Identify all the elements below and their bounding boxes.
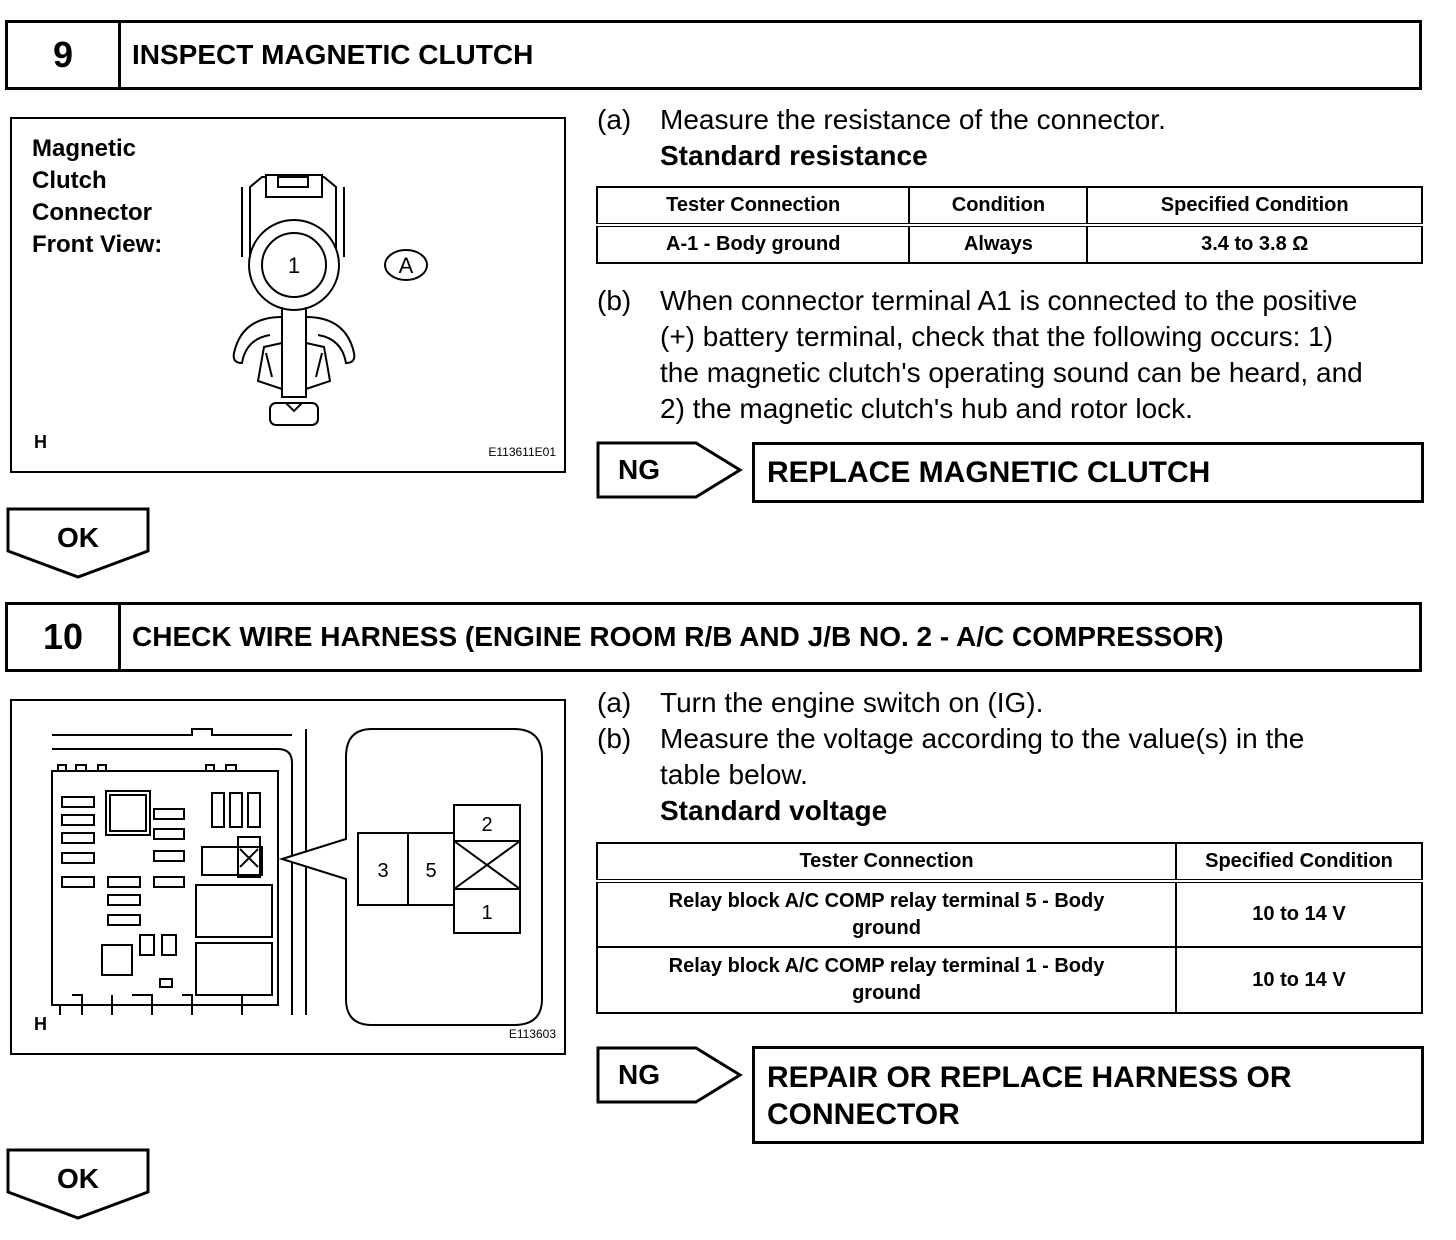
relay-block-drawing: 3 5 2 1 bbox=[51, 728, 543, 1026]
table-cell: Always bbox=[908, 224, 1089, 264]
ng-result-box: REPLACE MAGNETIC CLUTCH bbox=[752, 442, 1424, 503]
ok-arrow-tag: OK bbox=[6, 507, 150, 579]
standard-voltage-heading: Standard voltage bbox=[660, 795, 888, 826]
svg-text:NG: NG bbox=[618, 454, 660, 485]
terminal-1-label: 1 bbox=[481, 902, 492, 924]
table-header: Specified Condition bbox=[1175, 842, 1423, 883]
table-cell: Relay block A/C COMP relay terminal 5 - … bbox=[596, 880, 1177, 948]
step-title: CHECK WIRE HARNESS (ENGINE ROOM R/B AND … bbox=[132, 621, 1224, 652]
standard-resistance-heading: Standard resistance bbox=[660, 140, 928, 171]
table-cell: 3.4 to 3.8 Ω bbox=[1086, 224, 1423, 264]
table-header-row: Tester Connection Specified Condition bbox=[596, 842, 1423, 883]
instruction-b: (b) When connector terminal A1 is connec… bbox=[597, 285, 1363, 424]
svg-text:OK: OK bbox=[57, 1163, 99, 1194]
ng-result-box: REPAIR OR REPLACE HARNESS OR CONNECTOR bbox=[752, 1046, 1424, 1144]
terminal-3-label: 3 bbox=[377, 860, 388, 882]
terminal-2-label: 2 bbox=[481, 814, 492, 836]
table-cell: 10 to 14 V bbox=[1175, 880, 1423, 948]
resistance-spec-table: Tester Connection Condition Specified Co… bbox=[595, 186, 1423, 264]
figure-corner-label: H bbox=[34, 1014, 47, 1034]
table-row: A-1 - Body ground Always 3.4 to 3.8 Ω bbox=[595, 224, 1423, 264]
connector-front-view-drawing: 1 bbox=[232, 174, 356, 426]
connector-a-callout: A bbox=[384, 249, 428, 281]
step-9-header: 9 INSPECT MAGNETIC CLUTCH bbox=[5, 20, 1422, 90]
figure-corner-label: H bbox=[34, 432, 47, 452]
figure-caption: Magnetic Clutch Connector Front View: bbox=[32, 135, 163, 258]
ok-arrow-tag: OK bbox=[6, 1148, 150, 1220]
relay-block-figure: 3 5 2 1 H E113603 bbox=[10, 699, 566, 1055]
table-cell: A-1 - Body ground bbox=[595, 224, 911, 264]
instruction-b: (b) Measure the voltage according to the… bbox=[597, 723, 1305, 790]
table-header: Tester Connection bbox=[595, 186, 911, 227]
instruction-a: (a) Measure the resistance of the connec… bbox=[597, 104, 1166, 135]
svg-text:OK: OK bbox=[57, 522, 99, 553]
table-row: Relay block A/C COMP relay terminal 1 - … bbox=[596, 946, 1423, 1014]
ng-arrow-tag: NG bbox=[596, 441, 743, 499]
voltage-spec-table: Tester Connection Specified Condition Re… bbox=[596, 842, 1423, 1014]
svg-text:NG: NG bbox=[618, 1059, 660, 1090]
step-title: INSPECT MAGNETIC CLUTCH bbox=[132, 39, 534, 70]
table-header: Tester Connection bbox=[596, 842, 1177, 883]
step-number: 9 bbox=[8, 23, 121, 87]
table-header-row: Tester Connection Condition Specified Co… bbox=[595, 186, 1423, 227]
table-row: Relay block A/C COMP relay terminal 5 - … bbox=[596, 880, 1423, 948]
terminal-1-label: 1 bbox=[288, 253, 300, 278]
magnetic-clutch-connector-figure: Magnetic Clutch Connector Front View: bbox=[10, 117, 566, 473]
step-10-header: 10 CHECK WIRE HARNESS (ENGINE ROOM R/B A… bbox=[5, 602, 1422, 672]
svg-text:A: A bbox=[399, 253, 414, 278]
figure-code: E113603 bbox=[508, 1027, 556, 1041]
table-cell: 10 to 14 V bbox=[1175, 946, 1423, 1014]
figure-code: E113611E01 bbox=[488, 445, 556, 459]
table-header: Condition bbox=[908, 186, 1089, 227]
instruction-a: (a) Turn the engine switch on (IG). bbox=[597, 687, 1044, 718]
table-cell: Relay block A/C COMP relay terminal 1 - … bbox=[596, 946, 1177, 1014]
table-header: Specified Condition bbox=[1086, 186, 1423, 227]
step-number: 10 bbox=[8, 605, 121, 669]
terminal-5-label: 5 bbox=[425, 860, 436, 882]
ng-arrow-tag: NG bbox=[596, 1046, 743, 1104]
